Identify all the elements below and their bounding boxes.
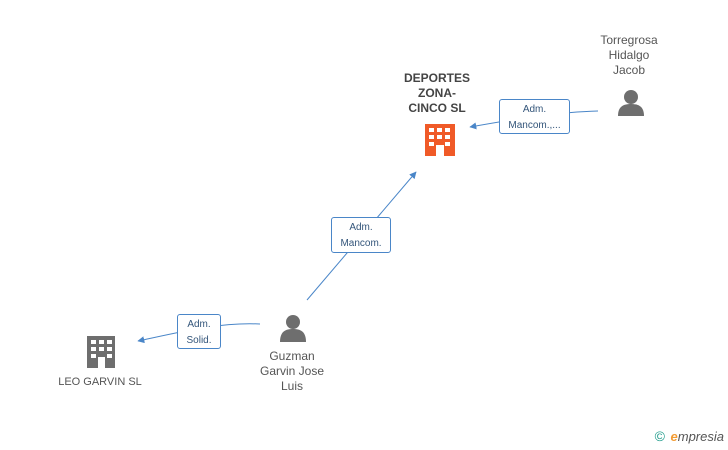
edge-label-line: Adm. [187, 319, 211, 330]
node-label-line: DEPORTES [403, 71, 470, 85]
node-label-torregrosa[interactable]: Torregrosa Hidalgo Jacob [583, 33, 675, 78]
person-icon-guzman[interactable] [280, 315, 306, 342]
edge-label-line: Mancom.,... [508, 120, 561, 131]
node-label-line: Garvin Jose [259, 364, 325, 378]
node-label-line: LEO GARVIN SL [58, 376, 142, 388]
edge-label-line: Adm. [349, 222, 373, 233]
edge-label-guzman-deportes[interactable]: Adm. Mancom. [331, 217, 391, 253]
edge-label-torregrosa-deportes[interactable]: Adm. Mancom.,... [499, 99, 570, 134]
node-label-leo[interactable]: LEO GARVIN SL [48, 375, 152, 390]
node-label-line: Jacob [612, 63, 646, 77]
node-label-line: Luis [280, 379, 303, 393]
node-label-line: ZONA- [418, 86, 456, 100]
node-label-line: Hidalgo [608, 48, 650, 62]
edge-label-line: Solid. [186, 335, 212, 346]
building-icon-leo[interactable] [87, 336, 115, 368]
node-label-line: Guzman [269, 349, 315, 363]
edge-label-guzman-leo[interactable]: Adm. Solid. [177, 314, 221, 349]
node-label-deportes[interactable]: DEPORTES ZONA- CINCO SL [392, 71, 482, 116]
person-icon-torregrosa[interactable] [618, 90, 644, 116]
node-label-line: CINCO SL [408, 101, 466, 115]
brand-logo: © empresia [655, 428, 724, 444]
edge-label-line: Mancom. [340, 238, 382, 249]
node-label-line: Torregrosa [600, 33, 658, 47]
brand-initial: e [670, 429, 678, 444]
brand-name: mpresia [677, 429, 724, 444]
node-label-guzman[interactable]: Guzman Garvin Jose Luis [246, 349, 338, 394]
building-icon-deportes[interactable] [425, 124, 455, 156]
edge-label-line: Adm. [522, 104, 547, 115]
copyright-icon: © [654, 428, 665, 444]
